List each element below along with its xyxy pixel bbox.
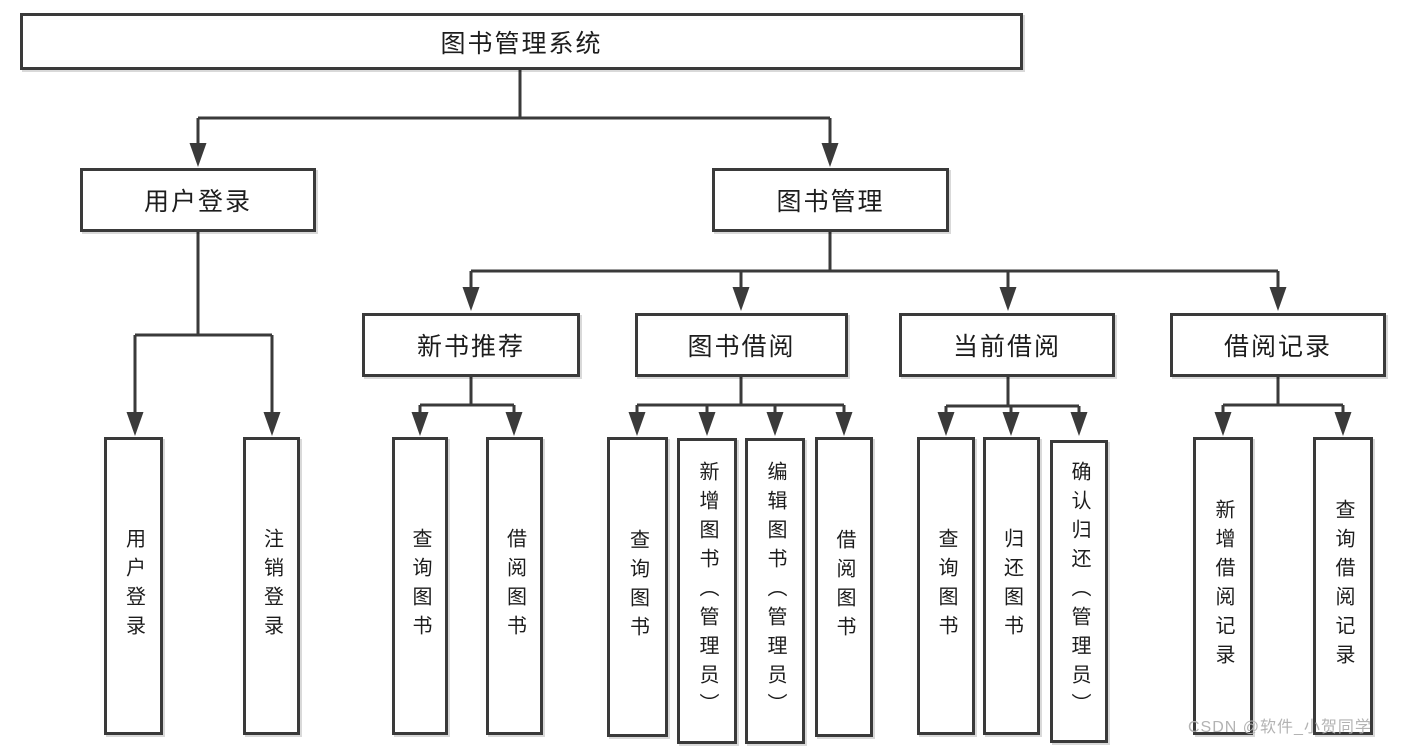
leaf-borrow-edit-books-admin-label: 编辑图书（管理员） <box>764 460 786 722</box>
leaf-user-login-label: 用户登录 <box>122 528 145 644</box>
arrow-down-icon <box>411 412 429 436</box>
arrow-down-icon <box>835 412 853 436</box>
arrow-down-icon <box>732 287 750 311</box>
node-user-login-label: 用户登录 <box>143 188 252 216</box>
node-root-label: 图书管理系统 <box>440 29 603 58</box>
arrow-down-icon <box>1214 412 1232 436</box>
leaf-current-confirm-return-admin: 确认归还（管理员） <box>1050 440 1108 743</box>
arrow-down-icon <box>1002 412 1020 436</box>
leaf-records-add-record-label: 新增借阅记录 <box>1212 499 1234 673</box>
arrow-down-icon <box>999 287 1017 311</box>
leaf-logout: 注销登录 <box>243 437 300 735</box>
leaf-user-login: 用户登录 <box>104 437 163 735</box>
node-book-borrow-label: 图书借阅 <box>687 333 796 361</box>
arrow-down-icon <box>1269 287 1287 311</box>
leaf-borrow-borrow-books: 借阅图书 <box>815 437 873 737</box>
arrow-down-icon <box>628 412 646 436</box>
arrow-down-icon <box>462 287 480 311</box>
node-book-management-label: 图书管理 <box>776 188 885 216</box>
node-book-borrow: 图书借阅 <box>635 313 848 377</box>
arrow-down-icon <box>189 143 207 167</box>
arrow-down-icon <box>1070 412 1088 436</box>
node-book-management: 图书管理 <box>712 168 949 232</box>
node-new-book-recommend: 新书推荐 <box>362 313 580 377</box>
leaf-current-query-books: 查询图书 <box>917 437 975 735</box>
connector-lines <box>133 69 1345 414</box>
leaf-borrow-edit-books-admin: 编辑图书（管理员） <box>745 438 805 744</box>
arrow-down-icon <box>821 143 839 167</box>
node-borrow-records: 借阅记录 <box>1170 313 1386 377</box>
arrowheads <box>126 143 1352 436</box>
arrow-down-icon <box>263 412 281 436</box>
arrow-down-icon <box>505 412 523 436</box>
leaf-records-query-record: 查询借阅记录 <box>1313 437 1373 735</box>
arrow-down-icon <box>1334 412 1352 436</box>
arrow-down-icon <box>937 412 955 436</box>
leaf-borrow-query-books-label: 查询图书 <box>626 529 649 645</box>
leaf-borrow-query-books: 查询图书 <box>607 437 668 737</box>
node-borrow-records-label: 借阅记录 <box>1223 333 1332 361</box>
leaf-records-query-record-label: 查询借阅记录 <box>1332 499 1354 673</box>
arrow-down-icon <box>126 412 144 436</box>
leaf-current-return-books: 归还图书 <box>983 437 1040 735</box>
leaf-borrow-add-books-admin: 新增图书（管理员） <box>677 438 737 744</box>
csdn-watermark: CSDN @软件_小贺同学 <box>1188 719 1372 736</box>
leaf-newbook-query-books: 查询图书 <box>392 437 448 735</box>
node-root: 图书管理系统 <box>20 13 1023 70</box>
leaf-borrow-add-books-admin-label: 新增图书（管理员） <box>696 460 718 722</box>
node-current-borrow-label: 当前借阅 <box>952 333 1061 361</box>
leaf-logout-label: 注销登录 <box>260 528 283 644</box>
leaf-current-query-books-label: 查询图书 <box>935 528 957 644</box>
arrow-down-icon <box>766 412 784 436</box>
arrow-down-icon <box>698 412 716 436</box>
node-new-book-recommend-label: 新书推荐 <box>416 333 525 361</box>
leaf-current-confirm-return-admin-label: 确认归还（管理员） <box>1068 461 1090 722</box>
leaf-newbook-query-books-label: 查询图书 <box>409 528 431 644</box>
node-user-login: 用户登录 <box>80 168 316 232</box>
leaf-newbook-borrow-books-label: 借阅图书 <box>503 528 526 644</box>
node-current-borrow: 当前借阅 <box>899 313 1115 377</box>
leaf-current-return-books-label: 归还图书 <box>1000 528 1023 644</box>
leaf-records-add-record: 新增借阅记录 <box>1193 437 1253 735</box>
leaf-borrow-borrow-books-label: 借阅图书 <box>833 529 855 645</box>
leaf-newbook-borrow-books: 借阅图书 <box>486 437 543 735</box>
